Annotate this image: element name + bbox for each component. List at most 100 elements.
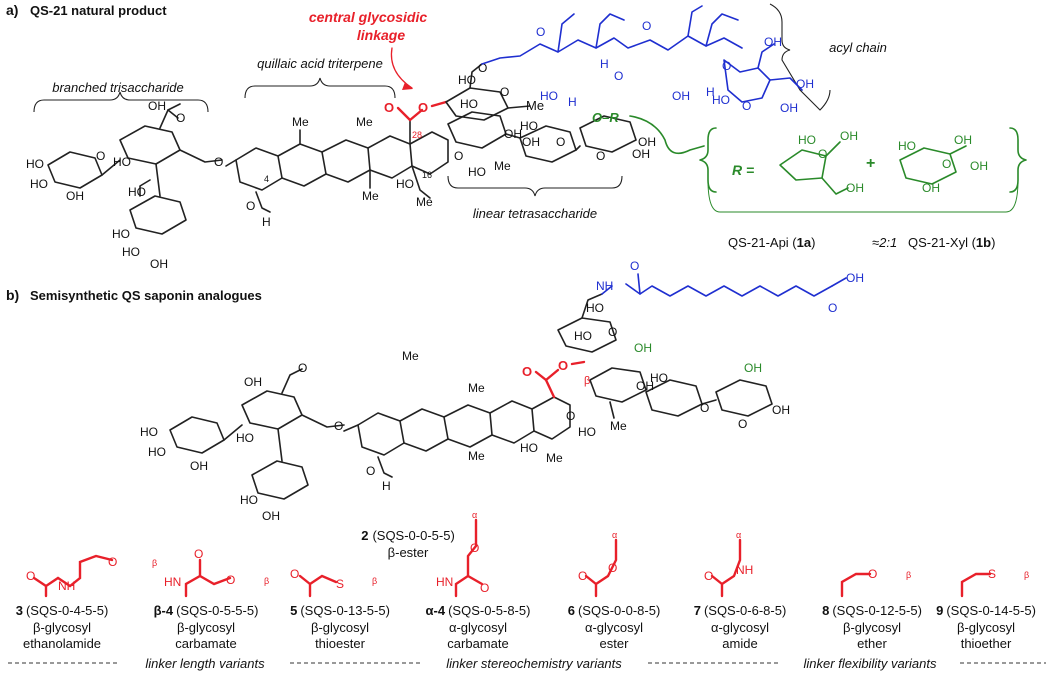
- atom-ho: HO: [578, 425, 596, 439]
- atom-ho: HO: [458, 73, 476, 87]
- atom-o: O: [478, 61, 487, 75]
- atom-oh: OH: [522, 135, 540, 149]
- atom-ho: HO: [574, 329, 592, 343]
- alpha-label: α: [472, 510, 477, 520]
- variant-number: 3: [16, 603, 23, 618]
- xyl-number: 1b: [976, 235, 991, 250]
- atom-me: Me: [416, 195, 433, 209]
- compound-2-caption: 2(SQS-0-0-5-5): [361, 528, 455, 543]
- variant-desc: β-glycosyl: [311, 620, 369, 635]
- atom-o: O: [454, 149, 463, 163]
- atom-o: O: [246, 199, 255, 213]
- central-linkage-label-1: central glycosidic: [309, 9, 427, 25]
- panel-b-title: Semisynthetic QS saponin analogues: [30, 288, 262, 303]
- r-equals: R =: [732, 162, 754, 178]
- variant-code: (SQS-0-4-5-5): [26, 603, 108, 618]
- linker-9: S β: [960, 567, 1029, 598]
- variant-title: 8(SQS-0-12-5-5): [822, 603, 922, 618]
- api-close: ): [811, 235, 815, 250]
- api-label: QS-21-Api (1a): [728, 235, 815, 250]
- linker-fragments: O NH O β HN O O β O S β HN O O: [26, 510, 1029, 598]
- variant-title: 6(SQS-0-0-8-5): [568, 603, 661, 618]
- atom-s: S: [988, 567, 996, 581]
- atom-oh: OH: [150, 257, 168, 271]
- beta-label: β: [264, 576, 269, 586]
- atom-ho: HO: [460, 97, 478, 111]
- compound-2-atom-labels: HO HO OH OH O HO O HO OH Me Me Me O H HO…: [140, 301, 790, 523]
- atom-o: O: [536, 25, 545, 39]
- atom-locant-16: 16: [422, 170, 432, 180]
- atom-h: H: [600, 57, 609, 71]
- api-name: QS-21-Api (: [728, 235, 797, 250]
- branched-label: branched trisaccharide: [52, 80, 184, 95]
- linker-7: O NH α: [704, 530, 753, 598]
- acyl-label: acyl chain: [829, 40, 887, 55]
- alpha-label: α: [736, 530, 741, 540]
- atom-ho: HO: [122, 245, 140, 259]
- atom-locant-28: 28: [412, 130, 422, 140]
- atom-o: O: [108, 555, 117, 569]
- atom-o: O: [566, 409, 575, 423]
- compound-2-structure: [169, 293, 773, 500]
- atom-o: O: [578, 569, 587, 583]
- variant-desc: α-glycosyl: [585, 620, 643, 635]
- atom-oh: OH: [190, 459, 208, 473]
- atom-ho: HO: [520, 119, 538, 133]
- atom-h: H: [382, 479, 391, 493]
- atom-ho: HO: [650, 371, 668, 385]
- atom-nh: NH: [58, 579, 75, 593]
- atom-o: O: [470, 541, 479, 555]
- variant-title: 3(SQS-0-4-5-5): [16, 603, 109, 618]
- atom-or: O–R: [592, 110, 619, 125]
- plus-sign: +: [866, 155, 875, 172]
- atom-me: Me: [362, 189, 379, 203]
- atom-o: O: [290, 567, 299, 581]
- branched-trisaccharide-structure: HO HO OH O HO OH O O HO HO OH HO: [26, 99, 223, 271]
- linker-3: O NH O β: [26, 554, 157, 598]
- atom-o: O: [608, 325, 617, 339]
- acyl-brace: [769, 3, 831, 111]
- atom-oh: OH: [840, 129, 858, 143]
- atom-oh: OH: [846, 181, 864, 195]
- atom-oh: OH: [672, 89, 690, 103]
- atom-nh: NH: [736, 563, 753, 577]
- xyl-name: QS-21-Xyl (: [908, 235, 977, 250]
- linker-5: O S β: [290, 567, 377, 598]
- atom-o: O: [366, 464, 375, 478]
- atom-hn: HN: [164, 575, 181, 589]
- atom-ho: HO: [396, 177, 414, 191]
- atom-ho: HO: [898, 139, 916, 153]
- atom-o: O: [722, 59, 731, 73]
- quillaic-brace: [244, 77, 396, 99]
- variant-number: α-4: [426, 603, 446, 618]
- atom-oh: OH: [796, 77, 814, 91]
- compound-2-code: (SQS-0-0-5-5): [372, 528, 454, 543]
- variant-desc: β-glycosyl: [957, 620, 1015, 635]
- alpha-label: α: [612, 530, 617, 540]
- group-label: linker length variants: [145, 656, 265, 671]
- atom-me: Me: [526, 98, 544, 113]
- variant-desc: ether: [857, 636, 887, 651]
- variant-title: α-4(SQS-0-5-8-5): [426, 603, 531, 618]
- api-number: 1a: [797, 235, 812, 250]
- atom-me: Me: [610, 419, 627, 433]
- variant-number: 9: [936, 603, 943, 618]
- branched-brace: [33, 91, 209, 113]
- atom-oh: OH: [504, 127, 522, 141]
- atom-me: Me: [546, 451, 563, 465]
- atom-ho: HO: [112, 227, 130, 241]
- atom-o: O: [26, 569, 35, 583]
- variant-title: 7(SQS-0-6-8-5): [694, 603, 787, 618]
- variant-code: (SQS-0-14-5-5): [946, 603, 1036, 618]
- atom-oh: OH: [634, 341, 652, 355]
- compound-2-linkage: O O β: [522, 358, 590, 399]
- atom-o: O: [630, 259, 639, 273]
- beta-label: β: [152, 558, 157, 568]
- atom-o: O: [522, 364, 532, 379]
- atom-oh: OH: [954, 133, 972, 147]
- atom-ho: HO: [586, 301, 604, 315]
- atom-ho: HO: [30, 177, 48, 191]
- linear-label: linear tetrasaccharide: [473, 206, 597, 221]
- atom-nh: NH: [596, 279, 613, 293]
